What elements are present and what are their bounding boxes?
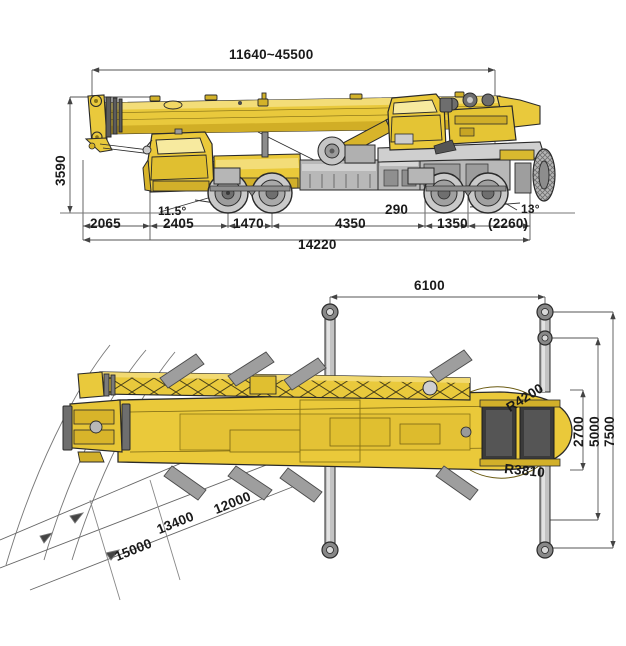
dim-label-approach-angle: 11.5° — [158, 204, 187, 218]
stowed-jib-sections — [159, 349, 479, 503]
dim-label-departure-angle: 13° — [521, 202, 540, 216]
outrigger-left — [321, 303, 339, 559]
dim-label-front-overhang: 2065 — [90, 216, 121, 231]
dim-label-rear-axle-spacing: 1350 — [437, 216, 468, 231]
carrier-cab-plan — [62, 399, 131, 463]
dim-label-width-2700: 2700 — [571, 416, 586, 447]
dim-label-overall-height: 3590 — [53, 155, 68, 186]
dim-label-clearance: 290 — [385, 202, 409, 217]
outrigger-right — [536, 303, 554, 559]
dim-label-wheelbase-2: 4350 — [335, 216, 366, 231]
side-view — [60, 67, 575, 243]
outrigger-boxes-side — [213, 167, 435, 185]
dim-label-width-5000: 5000 — [587, 416, 602, 447]
turning-radius-arcs — [0, 344, 331, 601]
carrier-cab — [142, 128, 215, 193]
dim-label-wheelbase-1: 1470 — [233, 216, 264, 231]
dim-label-outrigger-span: 6100 — [414, 278, 445, 293]
dim-label-boom-length: 11640~45500 — [229, 47, 314, 62]
dim-label-front-axle: 2405 — [163, 216, 194, 231]
main-boom-plan — [77, 371, 471, 401]
dim-label-overall-length: 14220 — [298, 237, 337, 252]
spare-wheel — [514, 148, 556, 202]
dim-width-stack — [545, 311, 616, 549]
carrier-body-plan — [117, 391, 573, 471]
dim-label-width-7500: 7500 — [602, 416, 617, 447]
superstructure — [377, 92, 546, 163]
plan-view — [0, 294, 616, 601]
dim-label-rear-overhang: (2260) — [488, 216, 529, 231]
